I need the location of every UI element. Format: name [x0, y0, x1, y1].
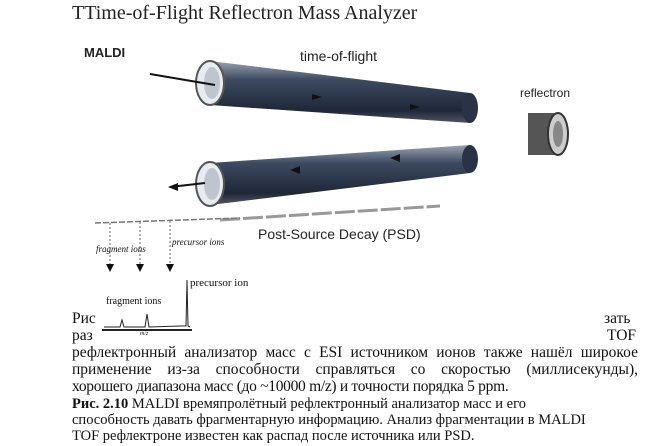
tof-diagram: [94, 60, 569, 331]
body-text-fragment: раз: [72, 327, 93, 344]
psd-label: Post-Source Decay (PSD): [258, 226, 421, 242]
body-text-line: хорошего диапазона масс (до ~10000 m/z) …: [72, 378, 509, 395]
body-text-line: применение из-за способности справляться…: [72, 361, 638, 378]
body-text-fragment: Рис: [72, 310, 96, 327]
x-axis-label: m/z: [140, 331, 149, 337]
tof-label: time-of-flight: [300, 48, 378, 64]
fragment-ions-arrow-label: fragment ions: [96, 244, 146, 254]
body-text-line: рефлектронный анализатор масс с ESI исто…: [72, 344, 638, 361]
reflectron-label: reflectron: [520, 86, 571, 100]
caption-text: MALDI времяпролётный рефлектронный анали…: [128, 396, 526, 412]
figure-caption-line: TOF рефлектроне известен как распад посл…: [72, 428, 475, 444]
precursor-ions-arrow-label: precursor ions: [172, 237, 225, 247]
fragment-ions-peak-label: fragment ions: [106, 296, 162, 307]
reflectron-icon: [528, 112, 569, 156]
body-text-fragment: TOF: [607, 327, 637, 344]
figure-number: Рис. 2.10: [72, 396, 129, 412]
precursor-ion-peak-label: precursor ion: [190, 277, 249, 289]
tof-figure: TTime-of-Flight Reflectron Mass Analyzer…: [72, 2, 571, 337]
body-text-fragment: зать: [604, 310, 631, 327]
mass-spectrum: [102, 279, 192, 331]
figure-caption-line: Рис. 2.10 MALDI времяпролётный рефлектро…: [72, 396, 526, 412]
tof-tube-top: [149, 60, 478, 123]
figure-title: TTime-of-Flight Reflectron Mass Analyzer: [72, 2, 418, 24]
figure-caption-line: способность давать фрагментарную информа…: [72, 412, 586, 428]
tof-tube-bottom: [94, 145, 478, 224]
maldi-label: MALDI: [84, 45, 126, 60]
